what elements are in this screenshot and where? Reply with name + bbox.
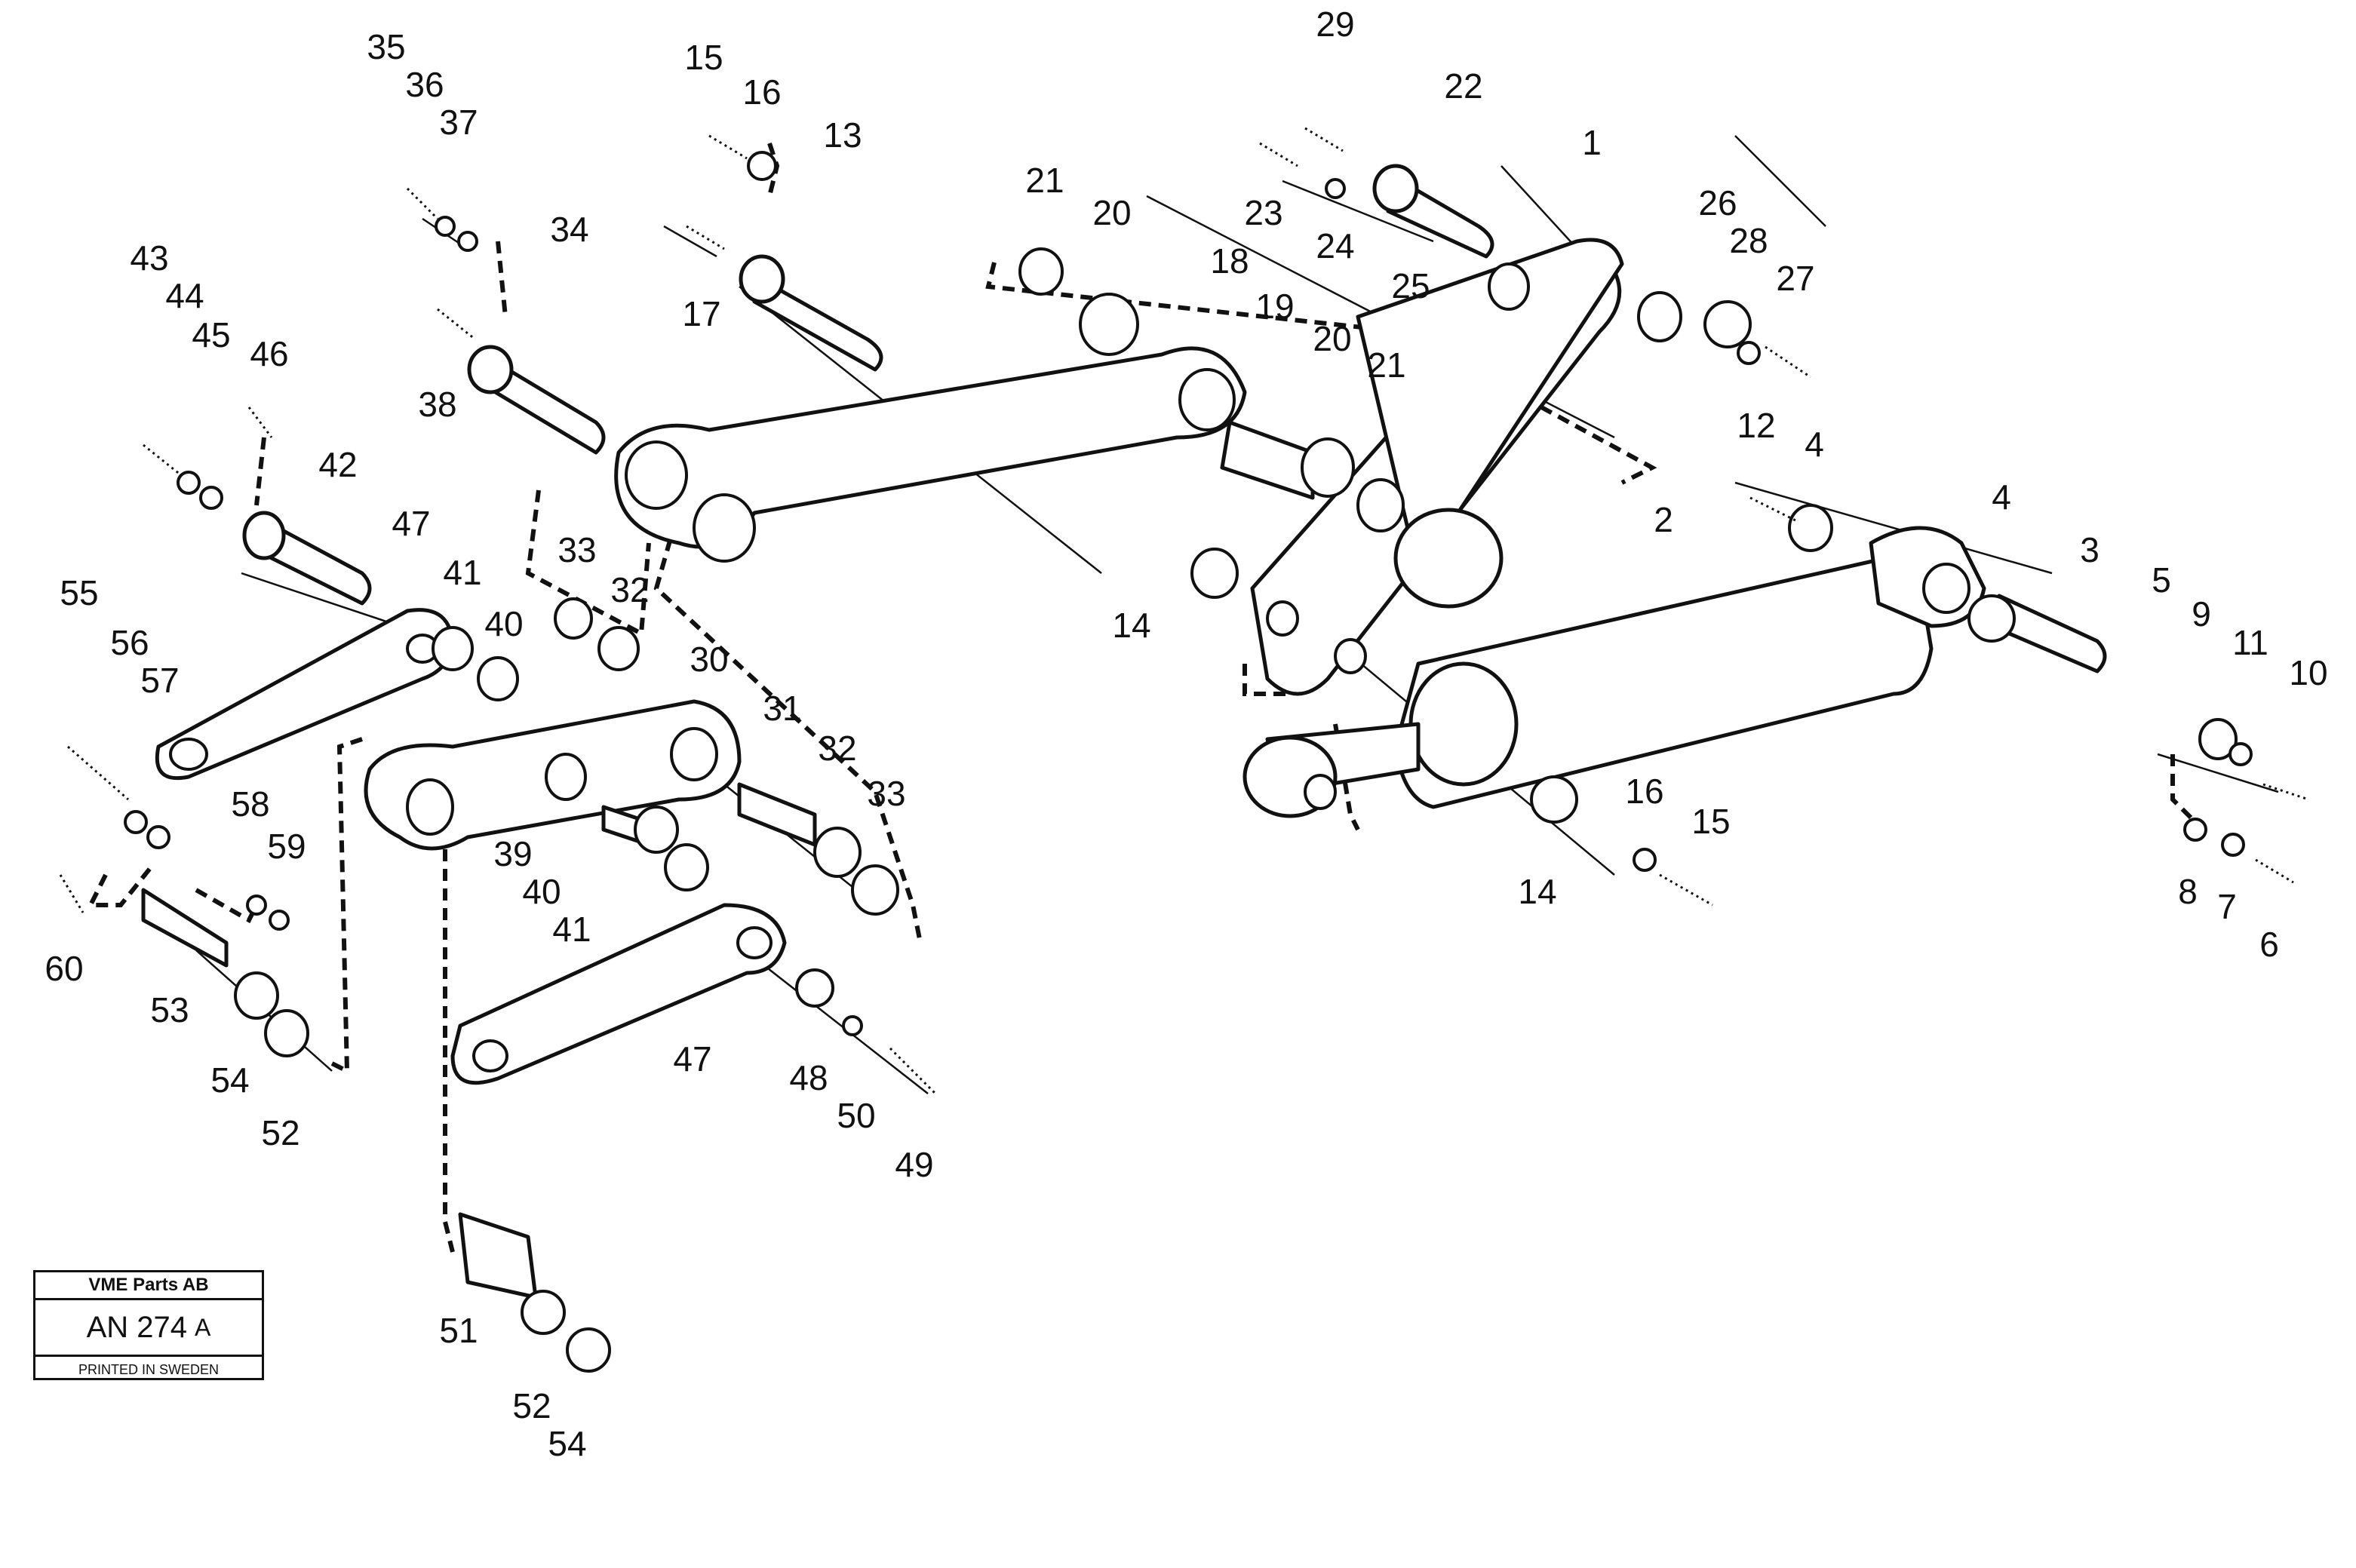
callout-47: 47: [392, 504, 430, 543]
callout-21-2: 21: [1367, 345, 1405, 385]
callout-19: 19: [1255, 287, 1294, 326]
callout-41: 41: [443, 553, 481, 592]
part-47-lower-link: [450, 903, 787, 1085]
callout-16: 16: [742, 72, 781, 112]
title-block: VME Parts AB AN 274 A PRINTED IN SWEDEN: [33, 1270, 264, 1380]
callout-40: 40: [484, 604, 523, 643]
bolts-and-nipples: [59, 127, 2309, 1095]
callout-58: 58: [231, 784, 269, 824]
callout-48: 48: [789, 1058, 828, 1097]
callout-39: 39: [493, 834, 532, 873]
callout-30: 30: [690, 640, 728, 679]
callout-33-2: 33: [867, 774, 905, 813]
callout-49: 49: [895, 1145, 933, 1184]
callout-45: 45: [192, 315, 230, 354]
callout-37: 37: [439, 103, 478, 142]
callout-3: 3: [2080, 530, 2100, 569]
callout-52: 52: [261, 1113, 299, 1152]
callout-60: 60: [45, 949, 83, 988]
callout-34: 34: [550, 210, 588, 249]
callout-46: 46: [250, 334, 288, 373]
callout-12: 12: [1737, 406, 1775, 445]
callout-41-2: 41: [552, 910, 591, 949]
pins: [141, 164, 2107, 1300]
callout-50: 50: [837, 1096, 875, 1135]
part-2-hydraulic-cylinder: [1243, 526, 1986, 818]
bushings-and-rings: [124, 151, 2253, 1373]
callout-31: 31: [763, 689, 801, 728]
part-30-center-link: [364, 699, 742, 851]
callout-23: 23: [1244, 193, 1282, 232]
callout-54: 54: [210, 1060, 249, 1100]
callout-38: 38: [418, 385, 456, 424]
callout-10: 10: [2289, 653, 2327, 692]
callout-32: 32: [610, 570, 649, 609]
callout-40-2: 40: [522, 872, 561, 911]
printed-note: PRINTED IN SWEDEN: [78, 1361, 219, 1377]
part-18-upper-link: [614, 346, 1247, 563]
callout-32-2: 32: [818, 729, 856, 768]
callout-26: 26: [1698, 183, 1737, 222]
callout-11: 11: [2232, 623, 2268, 662]
callout-43: 43: [130, 238, 168, 278]
callout-54-2: 54: [548, 1424, 586, 1463]
callout-25: 25: [1391, 266, 1430, 305]
callout-14-2: 14: [1518, 872, 1556, 911]
callout-labels: 1234456789101112131414151516161718192020…: [45, 5, 2327, 1463]
callout-17: 17: [682, 294, 720, 333]
callout-57: 57: [140, 661, 179, 700]
callout-13: 13: [823, 115, 862, 155]
callout-14: 14: [1112, 606, 1150, 645]
callout-20-2: 20: [1313, 319, 1351, 358]
callout-18: 18: [1210, 241, 1249, 281]
callout-15-2: 15: [1691, 802, 1730, 841]
callout-44: 44: [165, 276, 204, 315]
drawing-code: AN 274: [86, 1310, 188, 1344]
callout-6: 6: [2259, 925, 2279, 964]
callout-51: 51: [439, 1311, 478, 1350]
callout-7: 7: [2217, 887, 2237, 926]
callout-22: 22: [1444, 66, 1482, 106]
callout-9: 9: [2192, 594, 2211, 634]
callout-59: 59: [267, 827, 306, 866]
callout-15: 15: [684, 38, 723, 77]
callout-5: 5: [2152, 560, 2171, 600]
callout-2: 2: [1654, 500, 1673, 539]
callout-21: 21: [1025, 161, 1064, 200]
callout-27: 27: [1776, 259, 1814, 298]
callout-42: 42: [318, 445, 357, 484]
callout-55: 55: [60, 573, 98, 612]
callout-4-2: 4: [1992, 477, 2011, 517]
callout-56: 56: [110, 623, 149, 662]
drawing-code-suffix: A: [195, 1313, 211, 1341]
callout-53: 53: [150, 990, 189, 1029]
callout-35: 35: [367, 27, 405, 66]
callout-28: 28: [1729, 221, 1768, 260]
callout-33: 33: [558, 530, 596, 569]
callout-24: 24: [1316, 226, 1354, 265]
drawing-code-row: AN 274 A: [35, 1300, 262, 1357]
callout-29: 29: [1316, 5, 1354, 44]
callout-52-2: 52: [512, 1386, 551, 1425]
callout-20: 20: [1092, 193, 1131, 232]
part-1-bucket-arm-frame: [1250, 238, 1682, 696]
callout-4: 4: [1805, 425, 1824, 464]
company-name: VME Parts AB: [35, 1272, 262, 1300]
callout-36: 36: [405, 65, 444, 104]
callout-16-2: 16: [1625, 772, 1663, 811]
callout-8: 8: [2178, 872, 2198, 911]
callout-47-2: 47: [673, 1039, 711, 1079]
callout-1: 1: [1582, 123, 1602, 162]
